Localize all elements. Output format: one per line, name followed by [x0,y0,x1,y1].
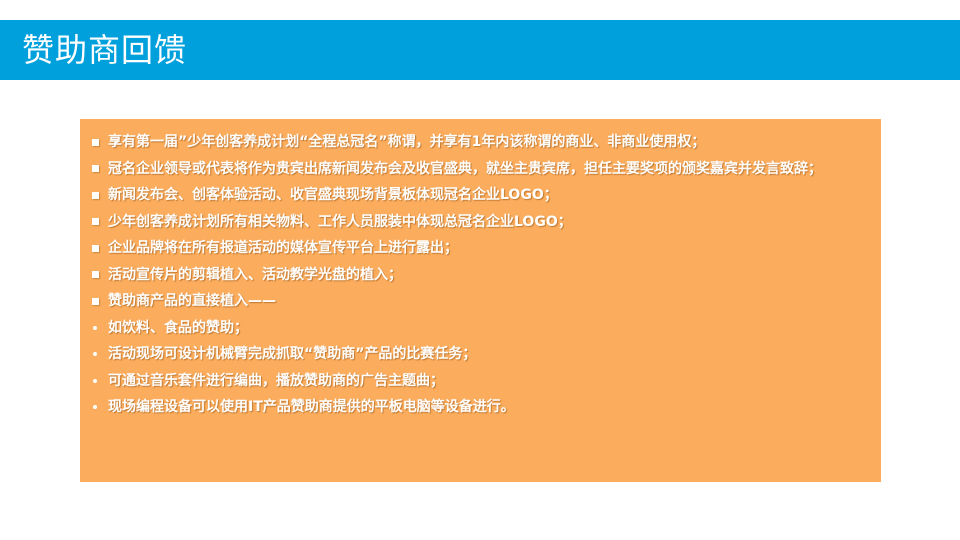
list-item-text: 冠名企业领导或代表将作为贵宾出席新闻发布会及收官盛典，就坐主贵宾席，担任主要奖项… [108,160,822,177]
square-bullet-icon [92,182,108,209]
list-item-text: 现场编程设备可以使用IT产品赞助商提供的平板电脑等设备进行。 [108,399,515,415]
list-item: 享有第一届”少年创客养成计划“全程总冠名”称谓，并享有1年内该称谓的商业、非商业… [92,129,867,156]
list-item-text: 赞助商产品的直接植入—— [108,293,276,309]
list-item: 企业品牌将在所有报道活动的媒体宣传平台上进行露出； [92,235,867,262]
list-item-text: 可通过音乐套件进行编曲，播放赞助商的广告主题曲； [108,372,444,389]
list-item: 新闻发布会、创客体验活动、收官盛典现场背景板体现冠名企业LOGO； [92,182,867,209]
list-item-text: 活动现场可设计机械臂完成抓取“赞助商”产品的比赛任务； [108,346,477,362]
square-bullet-icon [92,209,108,236]
dot-bullet-icon [92,394,108,421]
list-item: 冠名企业领导或代表将作为贵宾出席新闻发布会及收官盛典，就坐主贵宾席，担任主要奖项… [92,156,867,183]
square-bullet-icon [92,156,108,183]
title-bar: 赞助商回馈 [0,20,960,80]
page-title: 赞助商回馈 [22,31,188,69]
list-item-text: 活动宣传片的剪辑植入、活动教学光盘的植入； [108,266,402,283]
dot-bullet-icon [92,341,108,368]
list-item: 如饮料、食品的赞助； [92,315,867,342]
list-item: 少年创客养成计划所有相关物料、工作人员服装中体现总冠名企业LOGO； [92,209,867,236]
list-item: 活动宣传片的剪辑植入、活动教学光盘的植入； [92,262,867,289]
square-bullet-icon [92,262,108,289]
list-item-text: 少年创客养成计划所有相关物料、工作人员服装中体现总冠名企业LOGO； [108,213,572,230]
list-item-text: 企业品牌将在所有报道活动的媒体宣传平台上进行露出； [108,240,458,256]
list-item: 赞助商产品的直接植入—— [92,288,867,315]
list-item-text: 如饮料、食品的赞助； [108,319,248,336]
list-item: 可通过音乐套件进行编曲，播放赞助商的广告主题曲； [92,368,867,395]
bullet-list: 享有第一届”少年创客养成计划“全程总冠名”称谓，并享有1年内该称谓的商业、非商业… [92,129,867,421]
dot-bullet-icon [92,315,108,342]
content-box: 享有第一届”少年创客养成计划“全程总冠名”称谓，并享有1年内该称谓的商业、非商业… [80,119,881,482]
list-item-text: 享有第一届”少年创客养成计划“全程总冠名”称谓，并享有1年内该称谓的商业、非商业… [108,134,706,150]
list-item: 活动现场可设计机械臂完成抓取“赞助商”产品的比赛任务； [92,341,867,368]
square-bullet-icon [92,288,108,315]
list-item-text: 新闻发布会、创客体验活动、收官盛典现场背景板体现冠名企业LOGO； [108,187,558,203]
dot-bullet-icon [92,368,108,395]
list-item: 现场编程设备可以使用IT产品赞助商提供的平板电脑等设备进行。 [92,394,867,421]
square-bullet-icon [92,235,108,262]
square-bullet-icon [92,129,108,156]
